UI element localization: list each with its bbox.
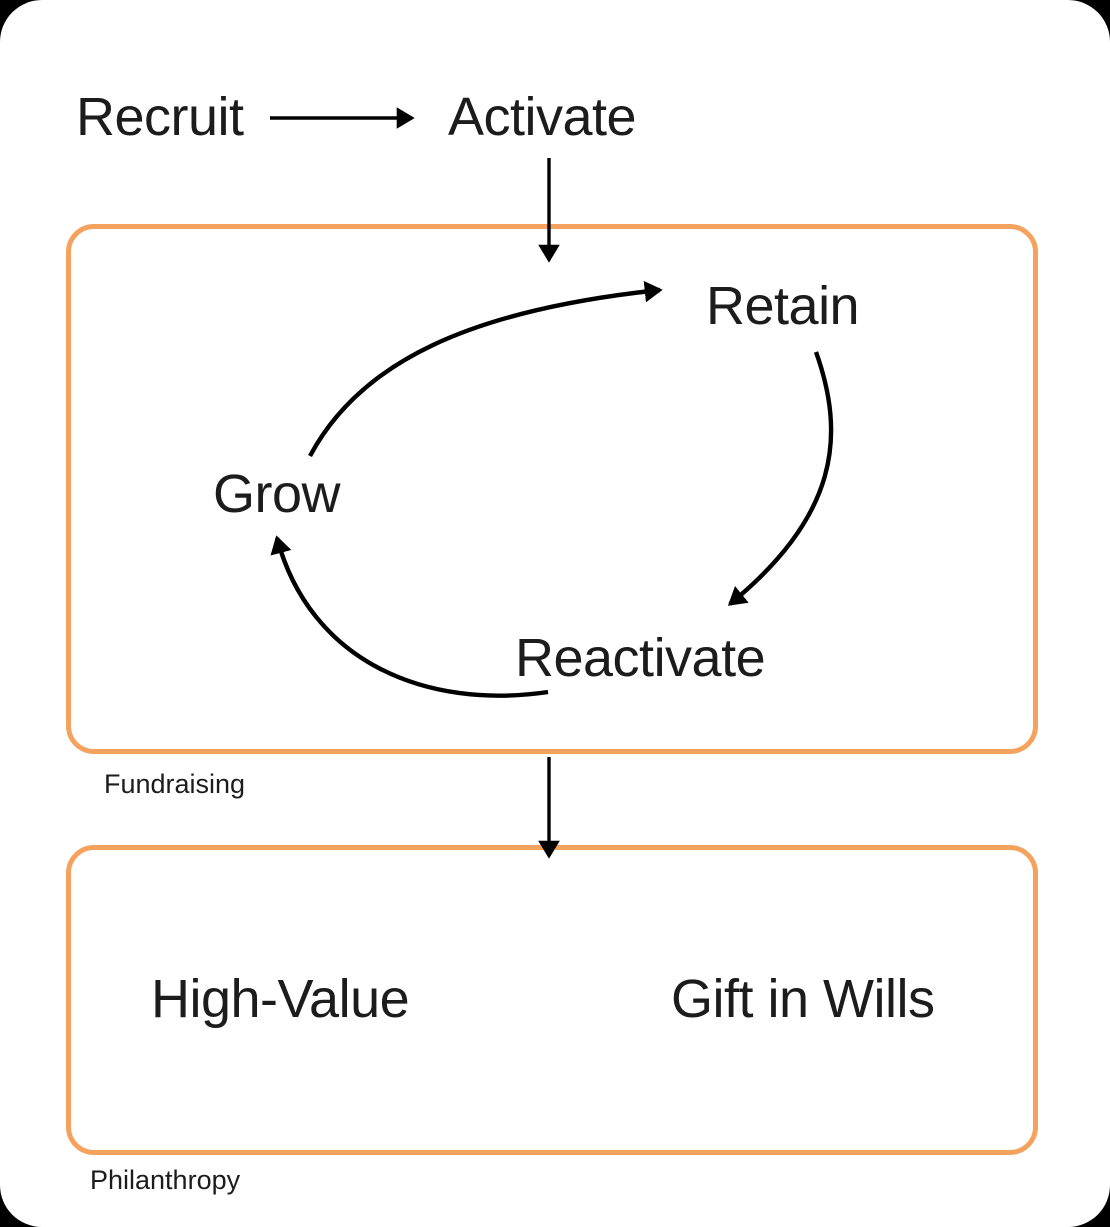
fundraising-box: Retain Grow Reactivate: [66, 224, 1038, 754]
node-high-value: High-Value: [151, 969, 410, 1029]
node-activate: Activate: [448, 87, 637, 147]
node-retain: Retain: [706, 276, 860, 336]
philanthropy-box: High-Value Gift in Wills: [66, 845, 1038, 1155]
node-reactivate: Reactivate: [515, 628, 766, 688]
philanthropy-label: Philanthropy: [90, 1165, 241, 1195]
node-gift-in-wills: Gift in Wills: [671, 969, 935, 1029]
node-recruit: Recruit: [76, 87, 244, 147]
fundraising-label: Fundraising: [104, 769, 246, 799]
node-grow: Grow: [213, 464, 341, 524]
